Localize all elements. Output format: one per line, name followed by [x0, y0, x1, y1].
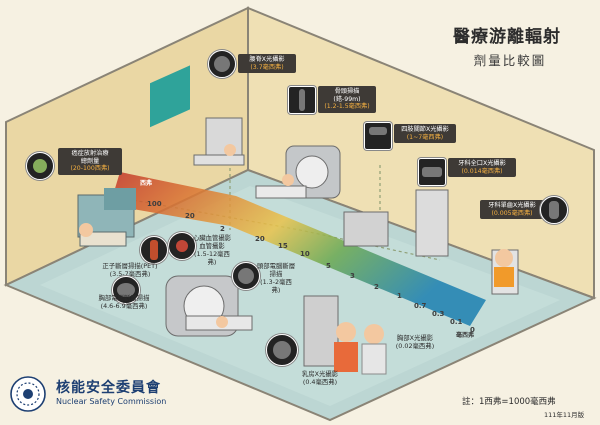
org-name-en: Nuclear Safety Commission	[56, 397, 167, 406]
scale-unit: 西弗	[140, 180, 153, 187]
scale-tick: 15	[278, 242, 288, 250]
label-chest-ct: 胸部電腦斷層掃描 (4.6-6.9毫西弗)	[98, 294, 150, 310]
org-name-cn: 核能安全委員會	[56, 380, 161, 396]
label-bone-scan: 骨頭掃描 (鎝-99m) (1.2-1.5毫西弗)	[318, 86, 376, 113]
chest-ct-thumb-icon	[112, 276, 140, 304]
page-title: 醫療游離輻射	[453, 27, 561, 47]
page-subtitle: 劑量比較圖	[473, 53, 547, 68]
scale-tick: 0	[470, 326, 475, 334]
bone-scan-thumb-icon	[288, 86, 316, 114]
label-dental-single: 牙科單齒X光攝影 (0.005毫西弗)	[480, 200, 544, 220]
footnote: 註：1西弗=1000毫西弗	[462, 397, 556, 407]
pet-thumb-icon	[140, 236, 168, 264]
label-limb-xray: 四肢關節X光攝影 (1~7毫西弗)	[394, 124, 456, 144]
scale-tick: 100	[147, 200, 162, 208]
scale-tick: 1	[397, 292, 402, 300]
dental-pano-thumb-icon	[418, 158, 446, 186]
scale-tick: 0.7	[414, 302, 427, 310]
scale-tick: 5	[326, 262, 331, 270]
scale-tick: 20	[255, 235, 265, 243]
scale-tick: 3	[350, 272, 355, 280]
label-cancer: 癌症放射治療 總劑量 (20-100西弗)	[58, 148, 122, 175]
limb-xray-thumb-icon	[364, 122, 392, 150]
label-dental-pano: 牙科全口X光攝影 (0.014毫西弗)	[448, 158, 516, 178]
scale-tick: 2	[220, 225, 225, 233]
label-head-ct: 頭部電腦斷層掃描 (1.3-2毫西弗)	[256, 262, 296, 294]
label-pet: 正子斷層掃描(PET) (3.5-7毫西弗)	[102, 262, 158, 278]
scale-tick: 2	[374, 283, 379, 291]
label-chest-xray: 胸部X光攝影 (0.02毫西弗)	[395, 334, 435, 350]
scale-tick: 10	[300, 250, 310, 258]
label-spine-xray: 腰脊X光攝影 (3.7毫西弗)	[238, 54, 296, 74]
cancer-thumb-icon	[26, 152, 54, 180]
scale-unit: 毫西弗	[456, 332, 475, 339]
label-mammo: 乳房X光攝影 (0.4毫西弗)	[301, 370, 339, 386]
scale-tick: 0.1	[450, 318, 463, 326]
mammo-thumb-icon	[266, 334, 298, 366]
label-heart: 心臟血管攝影 血管攝影 (1.5-12毫西弗)	[192, 234, 232, 266]
heart-thumb-icon	[168, 232, 196, 260]
nsc-logo-icon	[10, 376, 46, 412]
scale-tick: 0.3	[432, 310, 445, 318]
head-ct-thumb-icon	[232, 262, 260, 290]
edition-date: 111年11月版	[544, 411, 585, 419]
spine-xray-thumb-icon	[208, 50, 236, 78]
scale-tick: 20	[185, 212, 195, 220]
dental-single-thumb-icon	[540, 196, 568, 224]
